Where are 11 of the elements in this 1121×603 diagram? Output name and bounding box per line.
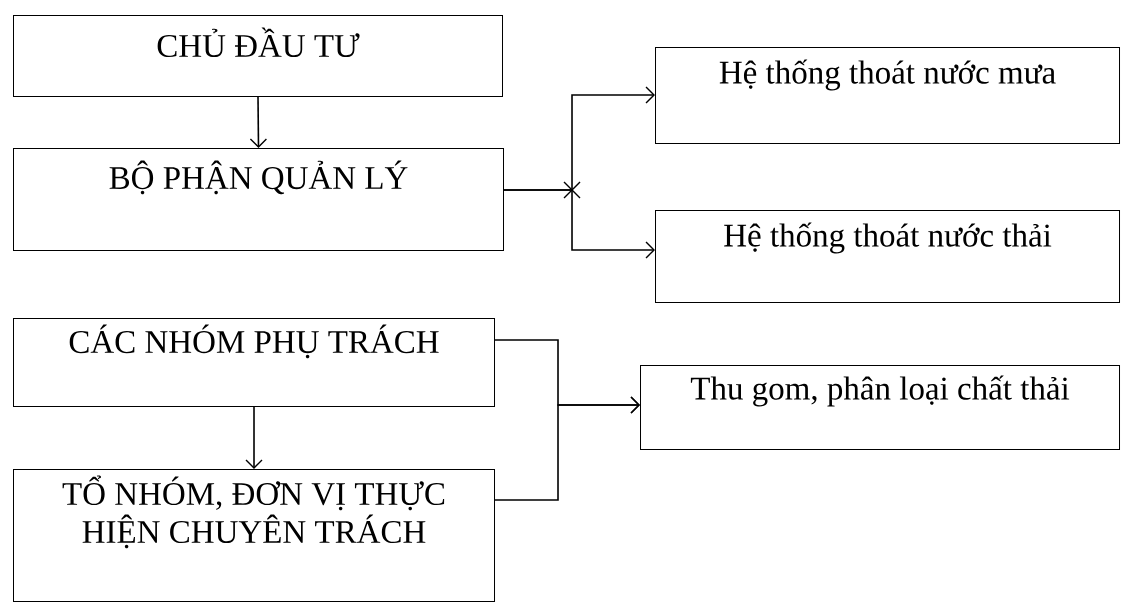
arrow bbox=[503, 181, 655, 259]
process-box: BỘ PHẬN QUẢN LÝ bbox=[13, 148, 504, 251]
arrow bbox=[494, 396, 640, 501]
arrow bbox=[249, 96, 268, 148]
process-box: Hệ thống thoát nước thải bbox=[655, 210, 1120, 303]
process-box: Thu gom, phân loại chất thải bbox=[640, 365, 1120, 450]
process-box: CÁC NHÓM PHỤ TRÁCH bbox=[13, 318, 495, 407]
process-box: Hệ thống thoát nước mưa bbox=[655, 47, 1120, 144]
process-box: TỔ NHÓM, ĐƠN VỊ THỰC HIỆN CHUYÊN TRÁCH bbox=[13, 469, 495, 602]
arrow bbox=[245, 406, 263, 469]
process-box: CHỦ ĐẦU TƯ bbox=[13, 15, 503, 97]
